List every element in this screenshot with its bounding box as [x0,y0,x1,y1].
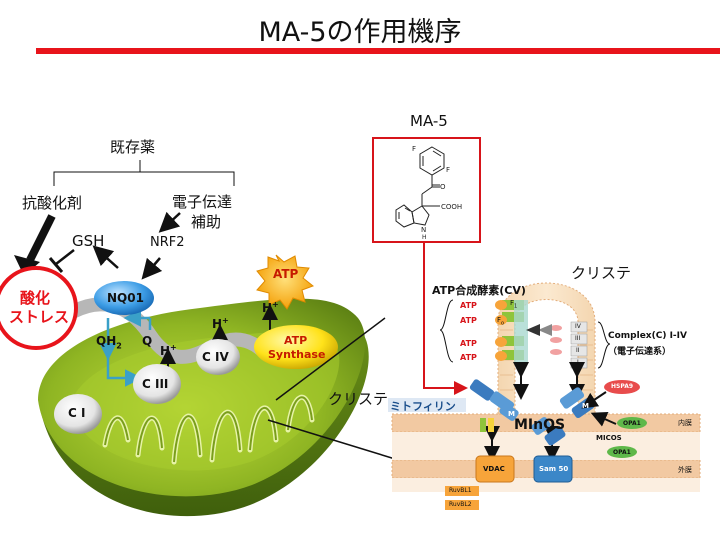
complex-iii-ball [133,364,181,404]
roman-i: I [577,359,579,366]
sam50-protein [533,455,573,483]
oxidative-stress-label-2: ストレス [9,308,70,326]
complex-iv-ball [196,339,240,375]
complex-label-2: （電子伝達系） [608,347,672,357]
atp-burst-label: ATP [273,267,299,281]
opa1-arrow [590,411,617,427]
ma5-structure: F F O COOH N H [395,145,462,241]
gsh-inhibit-bar [48,257,64,273]
m-label-left: M [508,410,515,418]
civ-label: C IV [202,350,229,364]
complex-label-1: Complex(C) I-IV [608,331,687,341]
membrane-atp-synthase [480,418,494,432]
oxidative-stress-label-1: 酸化 [20,289,51,307]
mitofilin-band [388,398,466,412]
antioxidant-label: 抗酸化剤 [22,194,83,212]
minos-label: MInOS [514,417,566,433]
nq01-label: NQ01 [107,291,144,305]
sam50-label: Sam 50 [539,465,569,473]
vdac-label: VDAC [483,465,505,473]
complex-i-ball [54,394,102,434]
inner-membrane-label: 内膜 [678,419,692,427]
f0-label: Fo [497,316,505,327]
atom-f2: F [446,166,450,174]
electron-transfer-label-1: 電子伝達 [172,193,233,211]
cristae-left-label: クリステ [328,390,389,408]
atp-synthase-cv-label: ATP合成酵素(CV) [432,284,526,297]
ci-label: C I [68,406,86,420]
nrf2-label: NRF2 [150,235,185,250]
atp-label-1: ATP [460,301,477,310]
opa1-a-ellipse [617,417,647,429]
atp-label-2: ATP [460,316,477,325]
zoom-line-top [275,317,386,401]
page-title: MA-5の作用機序 [258,17,462,48]
atp-label-3: ATP [460,339,477,348]
atp-synthase-label-1: ATP [284,334,308,347]
ruvbl2-label: RuvBL2 [449,501,472,508]
gsh-label: GSH [72,232,105,250]
ma5-to-target-arrow [423,243,468,395]
complex-bracket [597,321,611,369]
hplus-civ-label: H+ [212,316,229,331]
m-label-right: M [582,402,589,410]
ma5-label: MA-5 [410,112,448,130]
opa1-a-label: OPA1 [623,420,641,427]
existing-drugs-heading: 既存薬 [110,138,156,156]
hspa9-arrow [581,391,607,409]
hspa9-label: HSPA9 [611,383,634,390]
q-label: Q [142,334,153,348]
outer-membrane-label: 外膜 [678,466,692,474]
nrf2-to-nq01-arrow [141,257,163,280]
ruvbl2-box [445,500,479,510]
roman-ii: II [576,347,580,354]
atp-burst [256,254,315,310]
gsh-inhibit-line [55,249,75,265]
opa1-b-ellipse [607,446,637,458]
antioxidant-arrowhead [14,255,40,276]
h-label: H [422,234,427,241]
nq01-ball [94,281,154,315]
electron-transfer-label-2: 補助 [191,213,222,231]
hplus-atpsyn-label: H+ [262,300,279,315]
title-underline [36,48,720,54]
qh2-label: QH2 [96,334,122,351]
roman-iv: IV [575,323,581,330]
atp-synthase-units [495,300,528,362]
antioxidant-arrow [26,214,56,262]
oxidative-stress-circle [0,266,78,350]
ma5-structure-box: F F O COOH N H [372,137,481,243]
q-cycle-arrow-down [106,350,143,387]
nh-label: N [421,226,426,234]
cooh-label: COOH [441,203,462,211]
atom-f1: F [412,145,416,153]
hplus-ciii-label: H+ [160,343,177,358]
ruvbl1-box [445,486,479,496]
ciii-label: C III [142,377,169,391]
atp-bracket [439,299,454,363]
ruvbl1-label: RuvBL1 [449,487,472,494]
opa1-b-label: OPA1 [613,449,631,456]
vdac-protein [475,455,515,483]
cristae-top-label: クリステ [571,264,632,282]
atp-synthase-ball [254,325,338,369]
roman-iii: III [575,335,581,342]
et-to-nrf2-arrow [158,211,181,233]
atp-synthase-label-2: Synthase [268,348,326,361]
hspa9-ellipse [604,380,640,394]
mitofilin-label: ミトフィリン [390,400,456,413]
nrf2-to-gsh-arrow [92,245,119,269]
f1-label: F1 [510,299,518,310]
micos-label: MICOS [596,434,622,442]
atom-o: O [440,183,446,191]
atp-label-4: ATP [460,353,477,362]
